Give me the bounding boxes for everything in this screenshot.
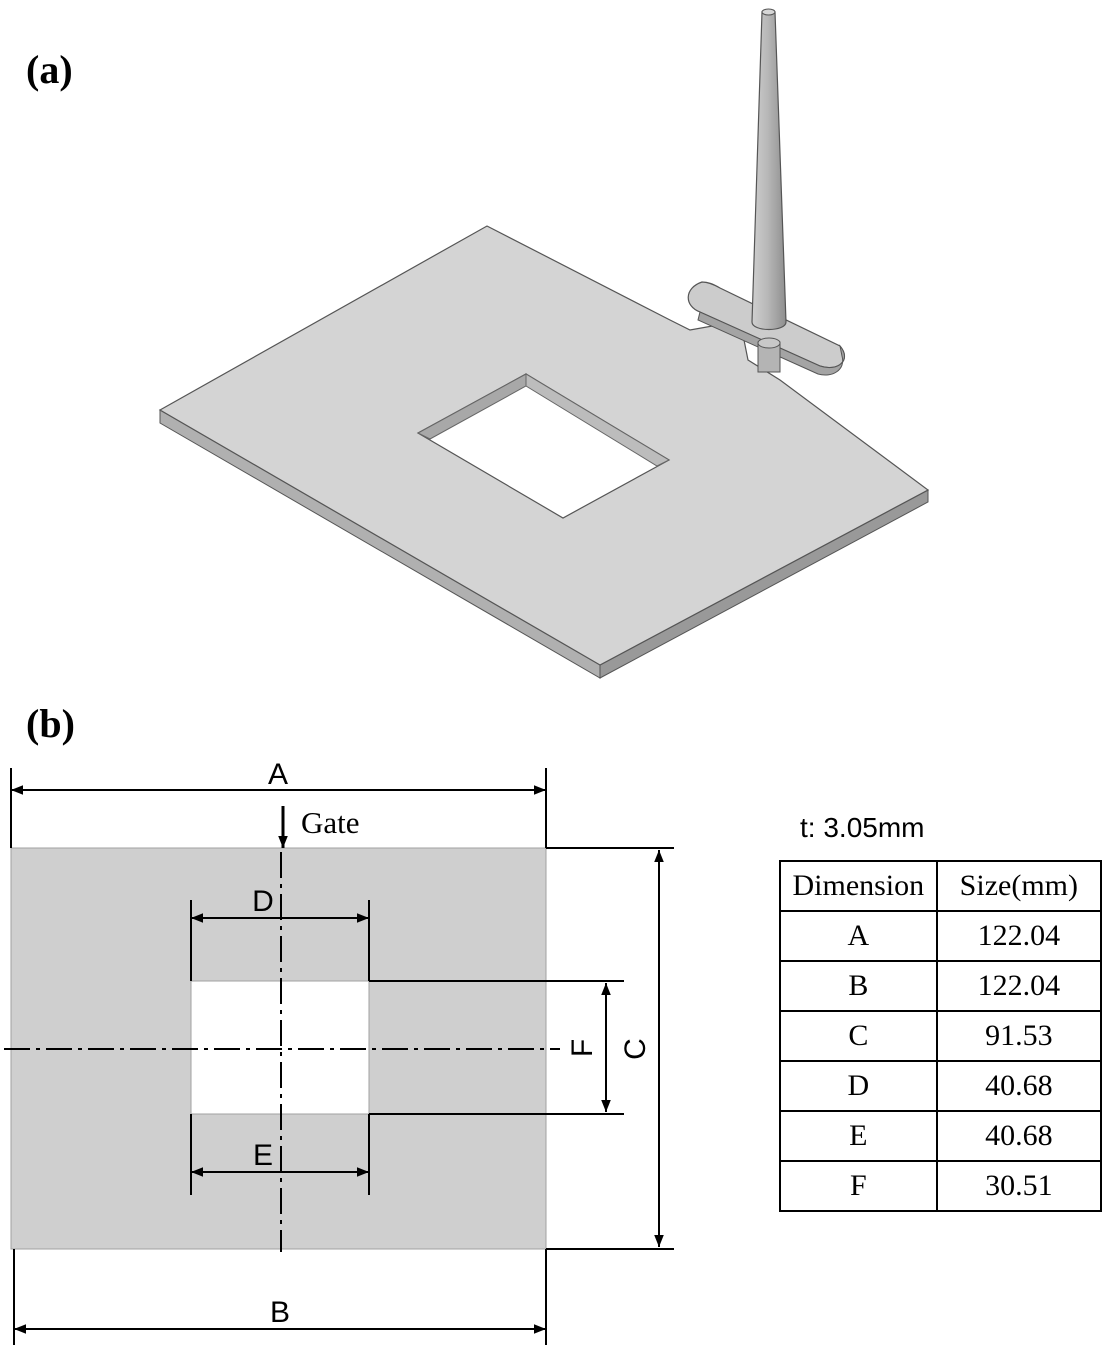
table-cell-size: 122.04 [935, 910, 1102, 962]
table-row: F 30.51 [779, 1160, 1102, 1212]
dim-a-label: A [268, 758, 288, 791]
plate-top-face [158, 225, 930, 666]
table-row: B 122.04 [779, 960, 1102, 1012]
gate-label: Gate [301, 805, 360, 840]
table-cell-dimension: B [779, 960, 938, 1012]
table-cell-size: 122.04 [935, 960, 1102, 1012]
dim-f-label: F [566, 1039, 599, 1057]
table-cell-size: 30.51 [935, 1160, 1102, 1212]
dimension-table: Dimension Size(mm) A 122.04 B 122.04 C 9… [779, 860, 1102, 1212]
sprue-top [761, 8, 776, 16]
table-row: C 91.53 [779, 1010, 1102, 1062]
sprue-cone [751, 11, 787, 331]
table-header-dimension: Dimension [779, 860, 938, 912]
thickness-label: t: 3.05mm [800, 812, 925, 843]
dim-d-label: D [252, 885, 274, 918]
table-cell-size: 91.53 [935, 1010, 1102, 1062]
table-header-size: Size(mm) [935, 860, 1102, 912]
dim-e-label: E [253, 1139, 273, 1172]
table-cell-size: 40.68 [935, 1060, 1102, 1112]
panel-a-label: (a) [26, 47, 73, 92]
runner-bar-side [697, 311, 845, 376]
table-header-row: Dimension Size(mm) [779, 860, 1102, 912]
table-cell-dimension: D [779, 1060, 938, 1112]
dim-b-label: B [270, 1296, 290, 1329]
gate-post-top [757, 337, 781, 349]
isometric-part-view [158, 8, 930, 679]
table-cell-dimension: E [779, 1110, 938, 1162]
dim-c-label: C [619, 1038, 652, 1060]
table-cell-dimension: C [779, 1010, 938, 1062]
table-row: A 122.04 [779, 910, 1102, 962]
table-cell-dimension: A [779, 910, 938, 962]
table-cell-dimension: F [779, 1160, 938, 1212]
panel-b-label: (b) [26, 701, 75, 746]
table-row: D 40.68 [779, 1060, 1102, 1112]
table-row: E 40.68 [779, 1110, 1102, 1162]
plan-view-drawing: Gate A B C F D E [4, 758, 674, 1345]
table-cell-size: 40.68 [935, 1110, 1102, 1162]
hole-right-wall [525, 373, 671, 467]
